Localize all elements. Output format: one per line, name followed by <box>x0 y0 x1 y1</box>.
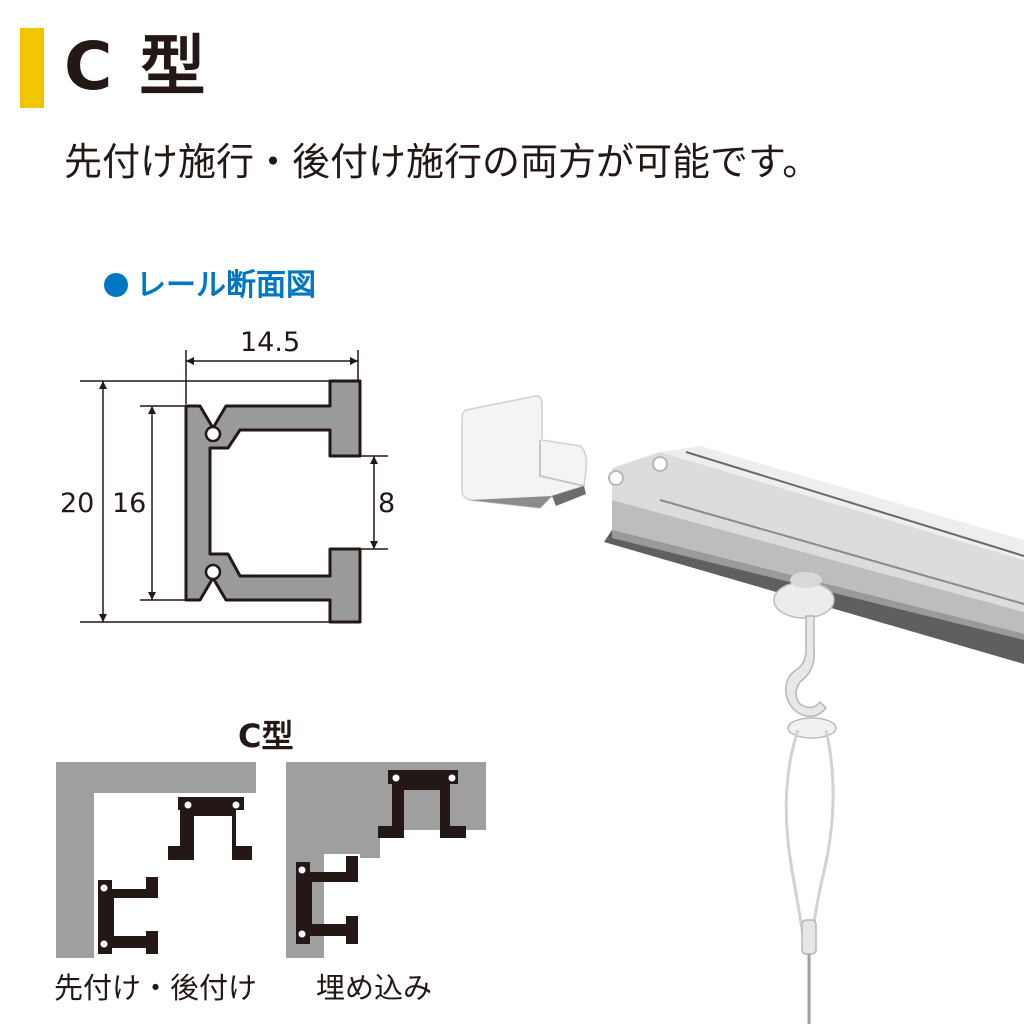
caption-recessed: 埋め込み <box>316 971 433 1005</box>
dim-outer-height-label: 20 <box>60 488 95 519</box>
dim-inner-height-label: 16 <box>112 488 147 519</box>
install-surface-mount <box>56 762 256 958</box>
dim-width-label: 14.5 <box>240 327 301 358</box>
title-accent-bar <box>20 28 44 108</box>
install-type-label: C型 <box>238 717 294 755</box>
caption-surface-mount: 先付け・後付け <box>54 971 258 1005</box>
rail-illustration <box>461 395 1024 1024</box>
section-heading-label: レール断面図 <box>136 268 316 303</box>
section-heading: レール断面図 <box>104 266 316 306</box>
page-title: C 型 <box>64 28 208 105</box>
dim-opening-label: 8 <box>378 488 396 519</box>
install-recessed <box>286 762 486 958</box>
page-subtitle: 先付け施行・後付け施行の両方が可能です。 <box>64 140 821 184</box>
bullet-dot-icon <box>104 273 128 297</box>
rail-cross-section <box>80 350 388 624</box>
